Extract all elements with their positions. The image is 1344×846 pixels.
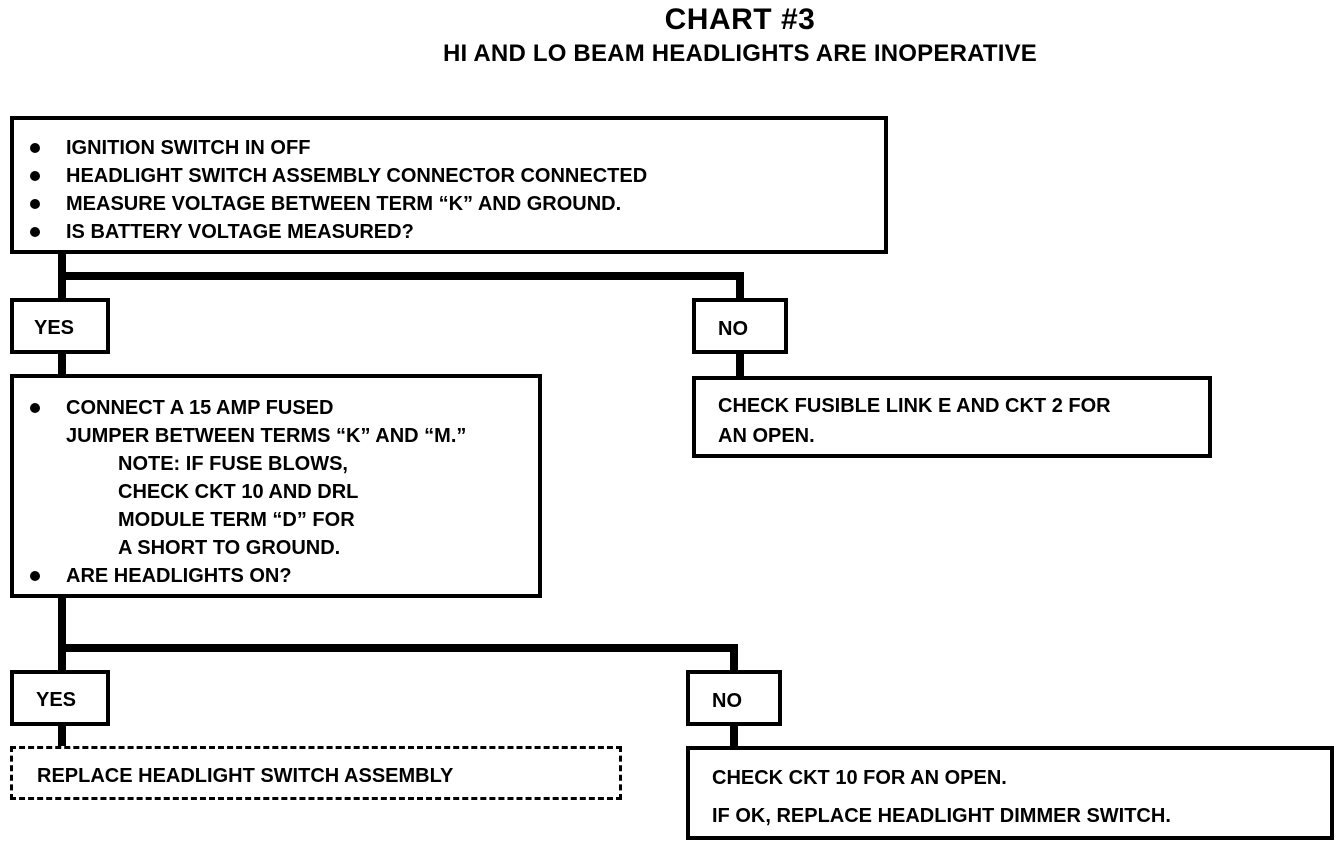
no-label-2: NO xyxy=(712,690,742,712)
no-label-box-1: NO xyxy=(692,298,788,354)
no-label-1: NO xyxy=(718,318,748,340)
connector-no2-action xyxy=(730,726,738,748)
connector-yes1-down xyxy=(58,354,66,376)
yes-label-box-1: YES xyxy=(10,298,110,354)
connector-step2-down xyxy=(58,598,66,672)
chart-subtitle: HI AND LO BEAM HEADLIGHTS ARE INOPERATIV… xyxy=(443,40,1037,67)
step2-note-2: CHECK CKT 10 AND DRL xyxy=(118,481,359,503)
connector-no1-down xyxy=(736,272,744,300)
step1-line-3: MEASURE VOLTAGE BETWEEN TERM “K” AND GRO… xyxy=(66,193,622,215)
connector-no2-down xyxy=(730,644,738,672)
yes-label-box-2: YES xyxy=(10,670,110,726)
bullet-icon xyxy=(30,403,40,413)
no2-action-box: CHECK CKT 10 FOR AN OPEN. IF OK, REPLACE… xyxy=(686,746,1334,840)
step2-line-2: JUMPER BETWEEN TERMS “K” AND “M.” xyxy=(66,425,467,447)
connector-step2-horizontal xyxy=(58,644,738,652)
connector-no1-action xyxy=(736,354,744,378)
step2-box: CONNECT A 15 AMP FUSED JUMPER BETWEEN TE… xyxy=(10,374,542,598)
connector-step1-horizontal xyxy=(58,272,744,280)
step1-line-1: IGNITION SWITCH IN OFF xyxy=(66,137,311,159)
no1-action-box: CHECK FUSIBLE LINK E AND CKT 2 FOR AN OP… xyxy=(692,376,1212,458)
yes2-action-text: REPLACE HEADLIGHT SWITCH ASSEMBLY xyxy=(37,765,454,787)
no2-action-line-2: IF OK, REPLACE HEADLIGHT DIMMER SWITCH. xyxy=(712,805,1171,827)
step2-line-1: CONNECT A 15 AMP FUSED xyxy=(66,397,334,419)
step2-note-4: A SHORT TO GROUND. xyxy=(118,537,341,559)
yes-label-1: YES xyxy=(34,317,75,339)
bullet-icon xyxy=(30,571,40,581)
step1-line-4: IS BATTERY VOLTAGE MEASURED? xyxy=(66,221,414,243)
chart-title: CHART #3 xyxy=(664,3,816,36)
yes-label-2: YES xyxy=(36,689,77,711)
bullet-icon xyxy=(30,199,40,209)
step2-note-3: MODULE TERM “D” FOR xyxy=(118,509,355,531)
step2-note-1: NOTE: IF FUSE BLOWS, xyxy=(118,453,348,475)
connector-yes2-down xyxy=(58,726,66,748)
yes2-action-box: REPLACE HEADLIGHT SWITCH ASSEMBLY xyxy=(10,746,622,800)
bullet-icon xyxy=(30,227,40,237)
step2-line-3: ARE HEADLIGHTS ON? xyxy=(66,565,292,587)
step1-line-2: HEADLIGHT SWITCH ASSEMBLY CONNECTOR CONN… xyxy=(66,165,648,187)
no2-action-line-1: CHECK CKT 10 FOR AN OPEN. xyxy=(712,767,1007,789)
no1-action-line-2: AN OPEN. xyxy=(718,425,815,447)
step1-box: IGNITION SWITCH IN OFF HEADLIGHT SWITCH … xyxy=(10,116,888,254)
bullet-icon xyxy=(30,143,40,153)
no-label-box-2: NO xyxy=(686,670,782,726)
no1-action-line-1: CHECK FUSIBLE LINK E AND CKT 2 FOR xyxy=(718,395,1111,417)
bullet-icon xyxy=(30,171,40,181)
